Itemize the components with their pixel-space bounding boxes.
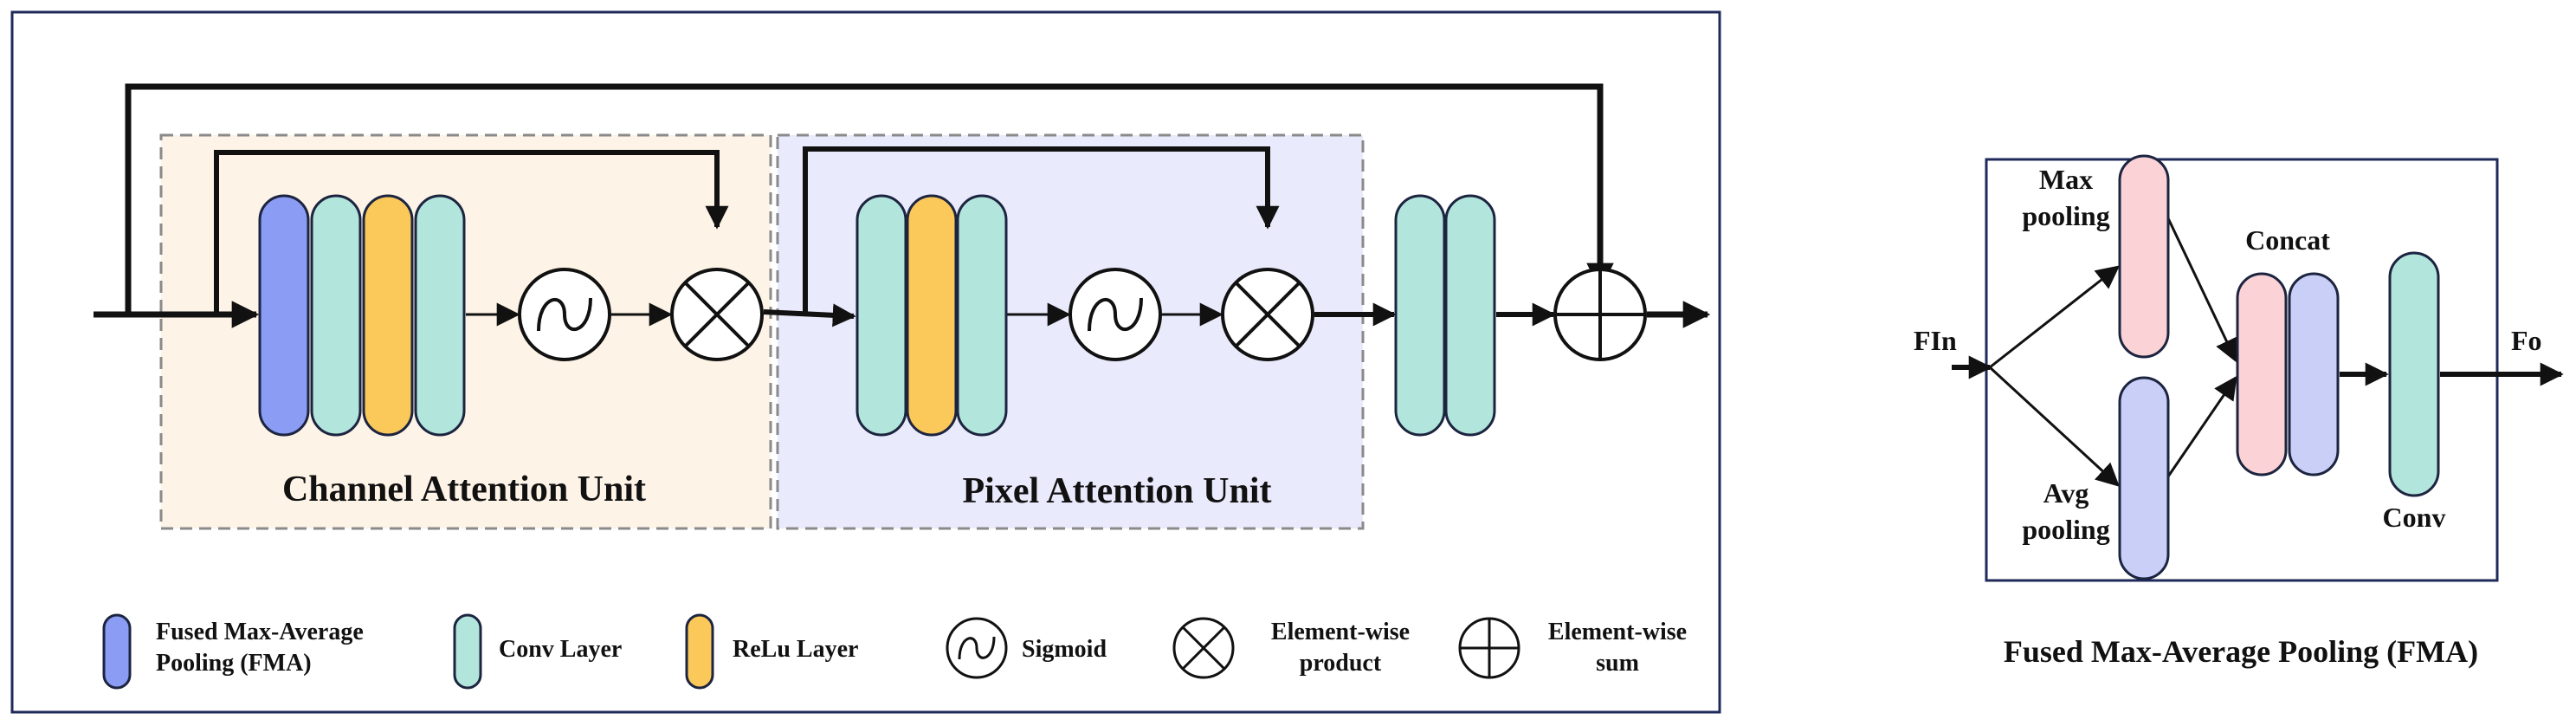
conv-block <box>310 194 362 437</box>
global-skip-connection <box>125 83 1614 314</box>
max-pooling-label: Max <box>2039 164 2093 195</box>
fma-input-label: FIn <box>1914 325 1957 356</box>
max-pooling-label: pooling <box>2022 200 2109 231</box>
fma-avg-to-concat-arrow <box>2166 375 2237 477</box>
legend-product-label: product <box>1300 650 1382 677</box>
legend-product-icon <box>1172 617 1235 679</box>
concat-label: Concat <box>2245 224 2330 256</box>
legend-relu-label: ReLu Layer <box>733 636 858 663</box>
arrow-to-pixel-unit <box>763 303 856 327</box>
concat-avg-block <box>2288 272 2340 476</box>
fma-branch-arrow-max <box>1989 265 2121 369</box>
legend-fma-swatch <box>102 613 132 690</box>
fma-block <box>258 194 310 437</box>
conv-block <box>1444 194 1496 437</box>
fma-branch-arrow-avg <box>1988 366 2120 487</box>
element-wise-sum-icon <box>1553 268 1647 361</box>
legend-sum-label: sum <box>1596 650 1639 677</box>
legend-conv-label: Conv Layer <box>499 636 622 663</box>
fma-conv-block <box>2388 251 2440 497</box>
channel-attention-unit-label: Channel Attention Unit <box>282 470 646 509</box>
pixel-skip-connection <box>803 146 1280 314</box>
element-wise-product-icon <box>1221 268 1314 361</box>
max-pooling-block <box>2118 154 2170 359</box>
fma-conv-label: Conv <box>2383 502 2446 533</box>
sigmoid-icon <box>518 268 611 361</box>
element-wise-product-icon <box>670 268 764 361</box>
conv-block <box>1394 194 1446 437</box>
legend-fma-label: Fused Max-Average <box>156 619 364 645</box>
conv-block <box>414 194 466 437</box>
legend-sum-icon <box>1458 617 1520 679</box>
channel-skip-connection <box>214 150 729 314</box>
legend-fma-label: Pooling (FMA) <box>156 650 312 677</box>
conv-block <box>855 194 907 437</box>
legend: Fused Max-Average Pooling (FMA) Conv Lay… <box>102 613 1687 690</box>
concat-max-block <box>2236 272 2288 476</box>
legend-sigmoid-label: Sigmoid <box>1022 636 1107 663</box>
legend-sum-label: Element-wise <box>1548 619 1687 645</box>
avg-pooling-label: Avg <box>2043 477 2089 509</box>
legend-conv-swatch <box>453 613 482 690</box>
main-diagram-panel: Channel Attention Unit Pixel Attention U… <box>10 10 1721 714</box>
legend-relu-swatch <box>685 613 714 690</box>
fma-diagram-panel: FIn Fo Max pooling Avg pooling Concat Co… <box>1914 154 2564 669</box>
fma-diagram-title: Fused Max-Average Pooling (FMA) <box>2004 634 2478 669</box>
fma-output-label: Fo <box>2511 325 2542 356</box>
conv-block <box>956 194 1008 437</box>
avg-pooling-block <box>2118 376 2170 580</box>
legend-product-label: Element-wise <box>1271 619 1410 645</box>
relu-block <box>906 194 958 437</box>
relu-block <box>362 194 414 437</box>
pixel-attention-unit-label: Pixel Attention Unit <box>963 471 1272 511</box>
sigmoid-icon <box>1068 268 1162 361</box>
avg-pooling-label: pooling <box>2022 514 2109 545</box>
fma-max-to-concat-arrow <box>2166 217 2237 363</box>
legend-sigmoid-icon <box>946 617 1008 679</box>
